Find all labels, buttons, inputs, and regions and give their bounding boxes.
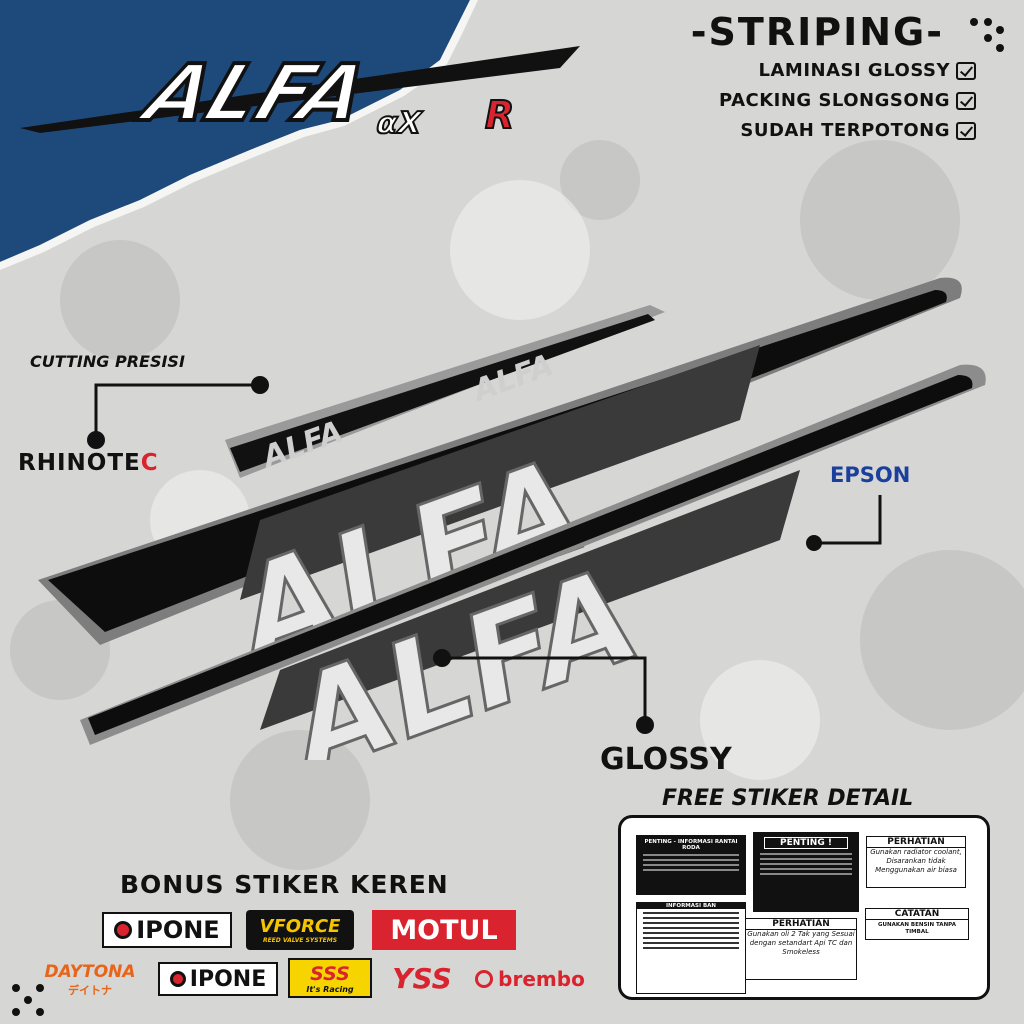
brembo-logo: brembo xyxy=(470,964,590,994)
check-icon xyxy=(956,121,976,140)
blue-torn-corner xyxy=(0,0,470,262)
ipone-dot-icon xyxy=(114,921,133,939)
glossy-leader-line xyxy=(433,649,654,734)
check-icon xyxy=(956,91,976,110)
alfa-logo: ALFA αX R xyxy=(20,45,580,138)
free-stiker-title: FREE STIKER DETAIL xyxy=(662,786,914,811)
epson-label: EPSON xyxy=(830,463,911,487)
glossy-label: GLOSSY xyxy=(600,742,732,777)
stripe-artwork: ALFA ALFA ALFA ALFA xyxy=(38,277,986,760)
brembo-ring-icon xyxy=(475,970,494,988)
large-stripe-2: ALFA xyxy=(80,364,986,760)
feature-terpotong: SUDAH TERPOTONG xyxy=(740,120,976,141)
dots-icon xyxy=(970,18,1004,52)
striping-title: -STRIPING- xyxy=(690,10,944,54)
epson-leader-line xyxy=(806,495,882,551)
motul-logo: MOTUL xyxy=(372,910,516,950)
free-stiker-panel: PENTING - INFORMASI RANTAI RODA PENTING … xyxy=(618,815,990,1000)
sticker-penting: PENTING ! xyxy=(753,832,859,912)
ipone-dot-icon xyxy=(169,971,186,987)
svg-text:R: R xyxy=(485,93,514,137)
svg-text:αX: αX xyxy=(372,106,425,138)
feature-packing: PACKING SLONGSONG xyxy=(719,90,976,111)
daytona-logo: DAYTONA デイトナ xyxy=(44,962,136,997)
sticker-informasi-ban: INFORMASI BAN xyxy=(636,902,746,994)
bonus-title: BONUS STIKER KEREN xyxy=(120,870,449,899)
vforce-logo: VFORCE REED VALVE SYSTEMS xyxy=(246,910,354,950)
alfa-logo-text: ALFA xyxy=(128,47,381,138)
sticker-perhatian-oli: PERHATIAN Gunakan oli 2 Tak yang Sesuai … xyxy=(745,918,857,980)
sticker-catatan: CATATAN GUNAKAN BENSIN TANPA TIMBAL xyxy=(865,908,969,940)
sss-logo: SSS It's Racing xyxy=(288,958,372,998)
cutting-leader-line xyxy=(87,376,269,449)
sticker-perhatian-coolant: PERHATIAN Gunakan radiator coolant, Disa… xyxy=(866,836,966,888)
sticker-rantai: PENTING - INFORMASI RANTAI RODA xyxy=(636,835,746,895)
yss-logo: YSS xyxy=(392,961,452,995)
ipone-logo-2: IPONE xyxy=(158,962,278,996)
feature-laminasi: LAMINASI GLOSSY xyxy=(759,60,976,81)
check-icon xyxy=(956,61,976,80)
ipone-logo: IPONE xyxy=(102,912,232,948)
rhinotec-logo: RHINOTEC xyxy=(18,450,159,476)
cutting-presisi-label: CUTTING PRESISI xyxy=(30,352,185,371)
dots-icon-bottom xyxy=(12,984,44,1016)
